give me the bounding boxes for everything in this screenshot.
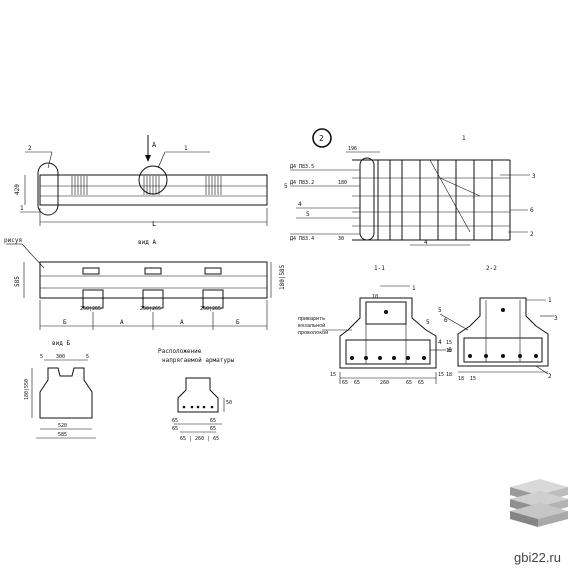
s11-callout-4: 4 bbox=[438, 339, 442, 346]
reinforcement-layout: Расположение напрягаемой арматуры 50 65 … bbox=[158, 348, 235, 442]
callout-1b: 1 bbox=[20, 205, 24, 212]
label-d2: Д4 П83.2 bbox=[290, 180, 314, 186]
bottom-dim-2: 65 bbox=[210, 418, 216, 424]
s22-callout-6: 6 bbox=[444, 317, 448, 324]
s22-callout-1: 1 bbox=[548, 297, 552, 304]
s22-callout-2: 2 bbox=[548, 373, 552, 380]
bottom-dim-1: 65 bbox=[172, 418, 178, 424]
view-b-title: вид Б bbox=[52, 340, 70, 347]
slot-dim-1: 250|265 bbox=[80, 306, 101, 312]
height-dims: 180|550 bbox=[24, 379, 30, 400]
reinf-title-1: Расположение bbox=[158, 348, 202, 355]
length-label: L bbox=[152, 220, 156, 228]
reinf-title-2: напрягаемой арматуры bbox=[162, 357, 235, 364]
detail-cage: 2 196 Д4 П83.5 Д4 П83.2 Д4 П83.4 180 30 … bbox=[284, 128, 536, 272]
left-note: рисуя bbox=[4, 237, 22, 244]
callout-1: 1 bbox=[184, 145, 188, 152]
dim-196: 196 bbox=[348, 146, 357, 152]
cage-callout-6: 6 bbox=[530, 207, 534, 214]
hatch-mid bbox=[143, 176, 160, 195]
dim-right: 50 bbox=[226, 400, 232, 406]
note-3: проволокой bbox=[298, 330, 328, 336]
cage-callout-1: 1 bbox=[462, 135, 466, 142]
section-2-2: 1 2 3 5 6 15 10 18 18 15 bbox=[438, 297, 558, 382]
detail-badge: 2 bbox=[319, 134, 324, 143]
view-a-title: вид А bbox=[138, 239, 156, 246]
top-view: L 420 2 1 1 А вид А bbox=[14, 135, 268, 246]
section-11-label: 1-1 bbox=[374, 265, 385, 272]
detail-badge-ring bbox=[312, 128, 332, 148]
dim-top-left: 5 bbox=[40, 354, 43, 360]
cage-end-ring bbox=[359, 157, 375, 241]
dim-bottom-1: 520 bbox=[58, 423, 67, 429]
s11-callout-6: 6 bbox=[448, 347, 452, 354]
s22-dim-4: 18 bbox=[458, 376, 464, 382]
label-d3: Д4 П83.4 bbox=[290, 236, 314, 242]
dim-top-right: 5 bbox=[86, 354, 89, 360]
s22-callout-5: 5 bbox=[438, 307, 442, 314]
hatch-right bbox=[205, 176, 222, 195]
section-arrow-icon bbox=[145, 155, 151, 162]
bottom-dim-4: 65 bbox=[210, 426, 216, 432]
bottom-mid: 65 | 260 | 65 bbox=[180, 436, 219, 442]
left-side-5: 5 bbox=[284, 183, 288, 190]
dim-bottom-2: 585 bbox=[58, 432, 67, 438]
s11-callout-1: 1 bbox=[412, 285, 416, 292]
cage-callout-4b: 4 bbox=[424, 239, 428, 246]
height-right: 180|585 bbox=[279, 264, 286, 290]
dim-b-right: Б bbox=[236, 319, 240, 326]
label-d1: Д4 П83.5 bbox=[290, 164, 314, 170]
s11-callout-10: 10 bbox=[372, 294, 378, 300]
note-1: приварить bbox=[298, 316, 325, 322]
s11-dim-2: 65 bbox=[342, 380, 348, 386]
hatch-left bbox=[71, 176, 88, 195]
s22-dim-1: 15 bbox=[446, 340, 452, 346]
s11-dim-4: 260 bbox=[380, 380, 389, 386]
s22-dim-5: 15 bbox=[470, 376, 476, 382]
s11-dim-6: 65 bbox=[418, 380, 424, 386]
cage-callout-4: 4 bbox=[298, 201, 302, 208]
slot-dim-3: 250|265 bbox=[200, 306, 221, 312]
bottom-dim-3: 65 bbox=[172, 426, 178, 432]
dim-a: А bbox=[120, 319, 124, 326]
slot-dim-2: 250|265 bbox=[140, 306, 161, 312]
section-1-1: приварить вязальной проволокой 1 10 5 4 … bbox=[298, 285, 452, 386]
detail-ring-mid bbox=[138, 165, 168, 195]
dim-top-mid: 300 bbox=[56, 354, 65, 360]
view-b: вид Б 5 300 5 180|550 520 585 bbox=[24, 340, 96, 439]
arrow-a-label: А bbox=[152, 141, 157, 149]
note-2: вязальной bbox=[298, 323, 325, 329]
callout-2: 2 bbox=[28, 145, 32, 152]
section-22-label: 2-2 bbox=[486, 265, 497, 272]
cage-callout-5: 5 bbox=[306, 211, 310, 218]
cage-callout-2: 2 bbox=[530, 231, 534, 238]
s11-dim-5: 65 bbox=[406, 380, 412, 386]
s11-dim-1: 15 bbox=[330, 372, 336, 378]
s22-callout-3: 3 bbox=[554, 315, 558, 322]
s22-dim-2: 10 bbox=[446, 348, 452, 354]
view-a: рисуя 585 180|585 250|265 250|265 250|26… bbox=[4, 237, 286, 330]
watermark-site: gbi22.ru bbox=[514, 550, 561, 565]
dim-180: 180 bbox=[338, 180, 347, 186]
s11-dim-3: 65 bbox=[354, 380, 360, 386]
s22-dim-3: 18 bbox=[446, 372, 452, 378]
dim-30: 30 bbox=[338, 236, 344, 242]
height-label: 420 bbox=[14, 184, 21, 195]
stacked-slabs-icon bbox=[510, 479, 568, 527]
dim-a2: А bbox=[180, 319, 184, 326]
s11-callout-5: 5 bbox=[426, 319, 430, 326]
detail-ring-left bbox=[37, 162, 59, 216]
dim-b-left: Б bbox=[63, 319, 67, 326]
height-left: 585 bbox=[14, 276, 21, 287]
s11-dim-7: 15 bbox=[438, 372, 444, 378]
cage-callout-3: 3 bbox=[532, 173, 536, 180]
